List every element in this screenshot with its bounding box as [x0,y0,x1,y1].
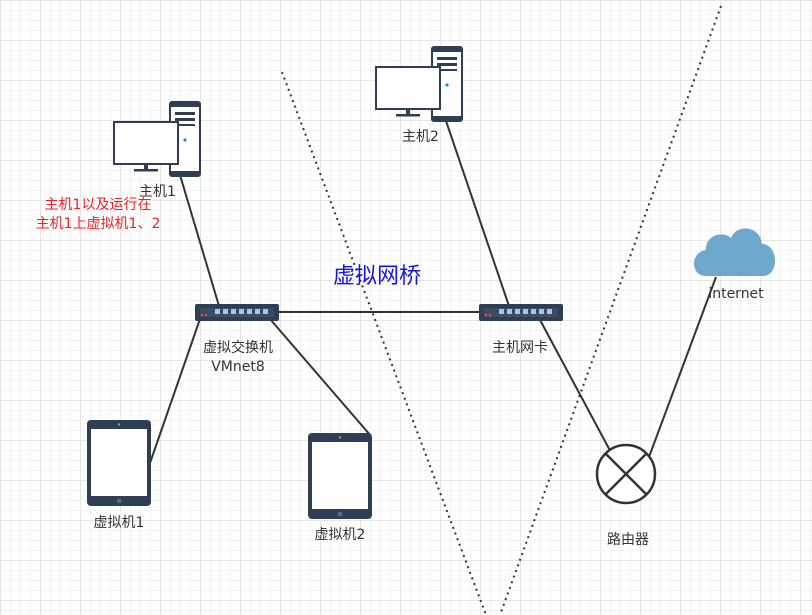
router-label: 路由器 [607,532,649,548]
link-host1-to-vswitch [179,174,220,307]
link-host2-to-host-nic [444,117,510,307]
vm2-label: 虚拟机2 [314,527,366,543]
host1-label: 主机1 [139,184,176,200]
internet-cloud-icon[interactable] [694,228,776,276]
link-router-to-internet [648,276,717,458]
vswitch-icon[interactable] [195,304,279,321]
link-host-nic-to-router [538,317,615,459]
virtual-bridge-label: 虚拟网桥 [332,264,421,289]
vm1-tablet-icon[interactable] [87,420,151,506]
host-nic-label: 主机网卡 [492,340,548,356]
host-nic-icon[interactable] [479,304,563,321]
vswitch-label-name: 虚拟交换机 [203,340,273,356]
vm1-label: 虚拟机1 [93,515,145,531]
router-icon[interactable] [595,443,657,505]
link-vswitch-to-vm1 [149,318,201,464]
vm2-tablet-icon[interactable] [308,433,372,519]
boundary-dotted-line-left [281,71,487,615]
host2-label: 主机2 [402,129,439,145]
link-vswitch-to-vm2 [269,318,372,437]
vswitch-label-id: VMnet8 [211,359,265,375]
internet-label: internet [708,286,764,302]
vswitch-label: 虚拟交换机 VMnet8 [188,339,288,377]
host1-scope-note-line2: 主机1上虚拟机1、2 [35,216,161,232]
host2-computer-icon[interactable] [375,46,463,122]
host1-computer-icon[interactable] [113,101,201,177]
host1-scope-note: 主机1以及运行在 主机1上虚拟机1、2 [20,196,176,234]
host1-scope-note-line1: 主机1以及运行在 [44,197,152,213]
